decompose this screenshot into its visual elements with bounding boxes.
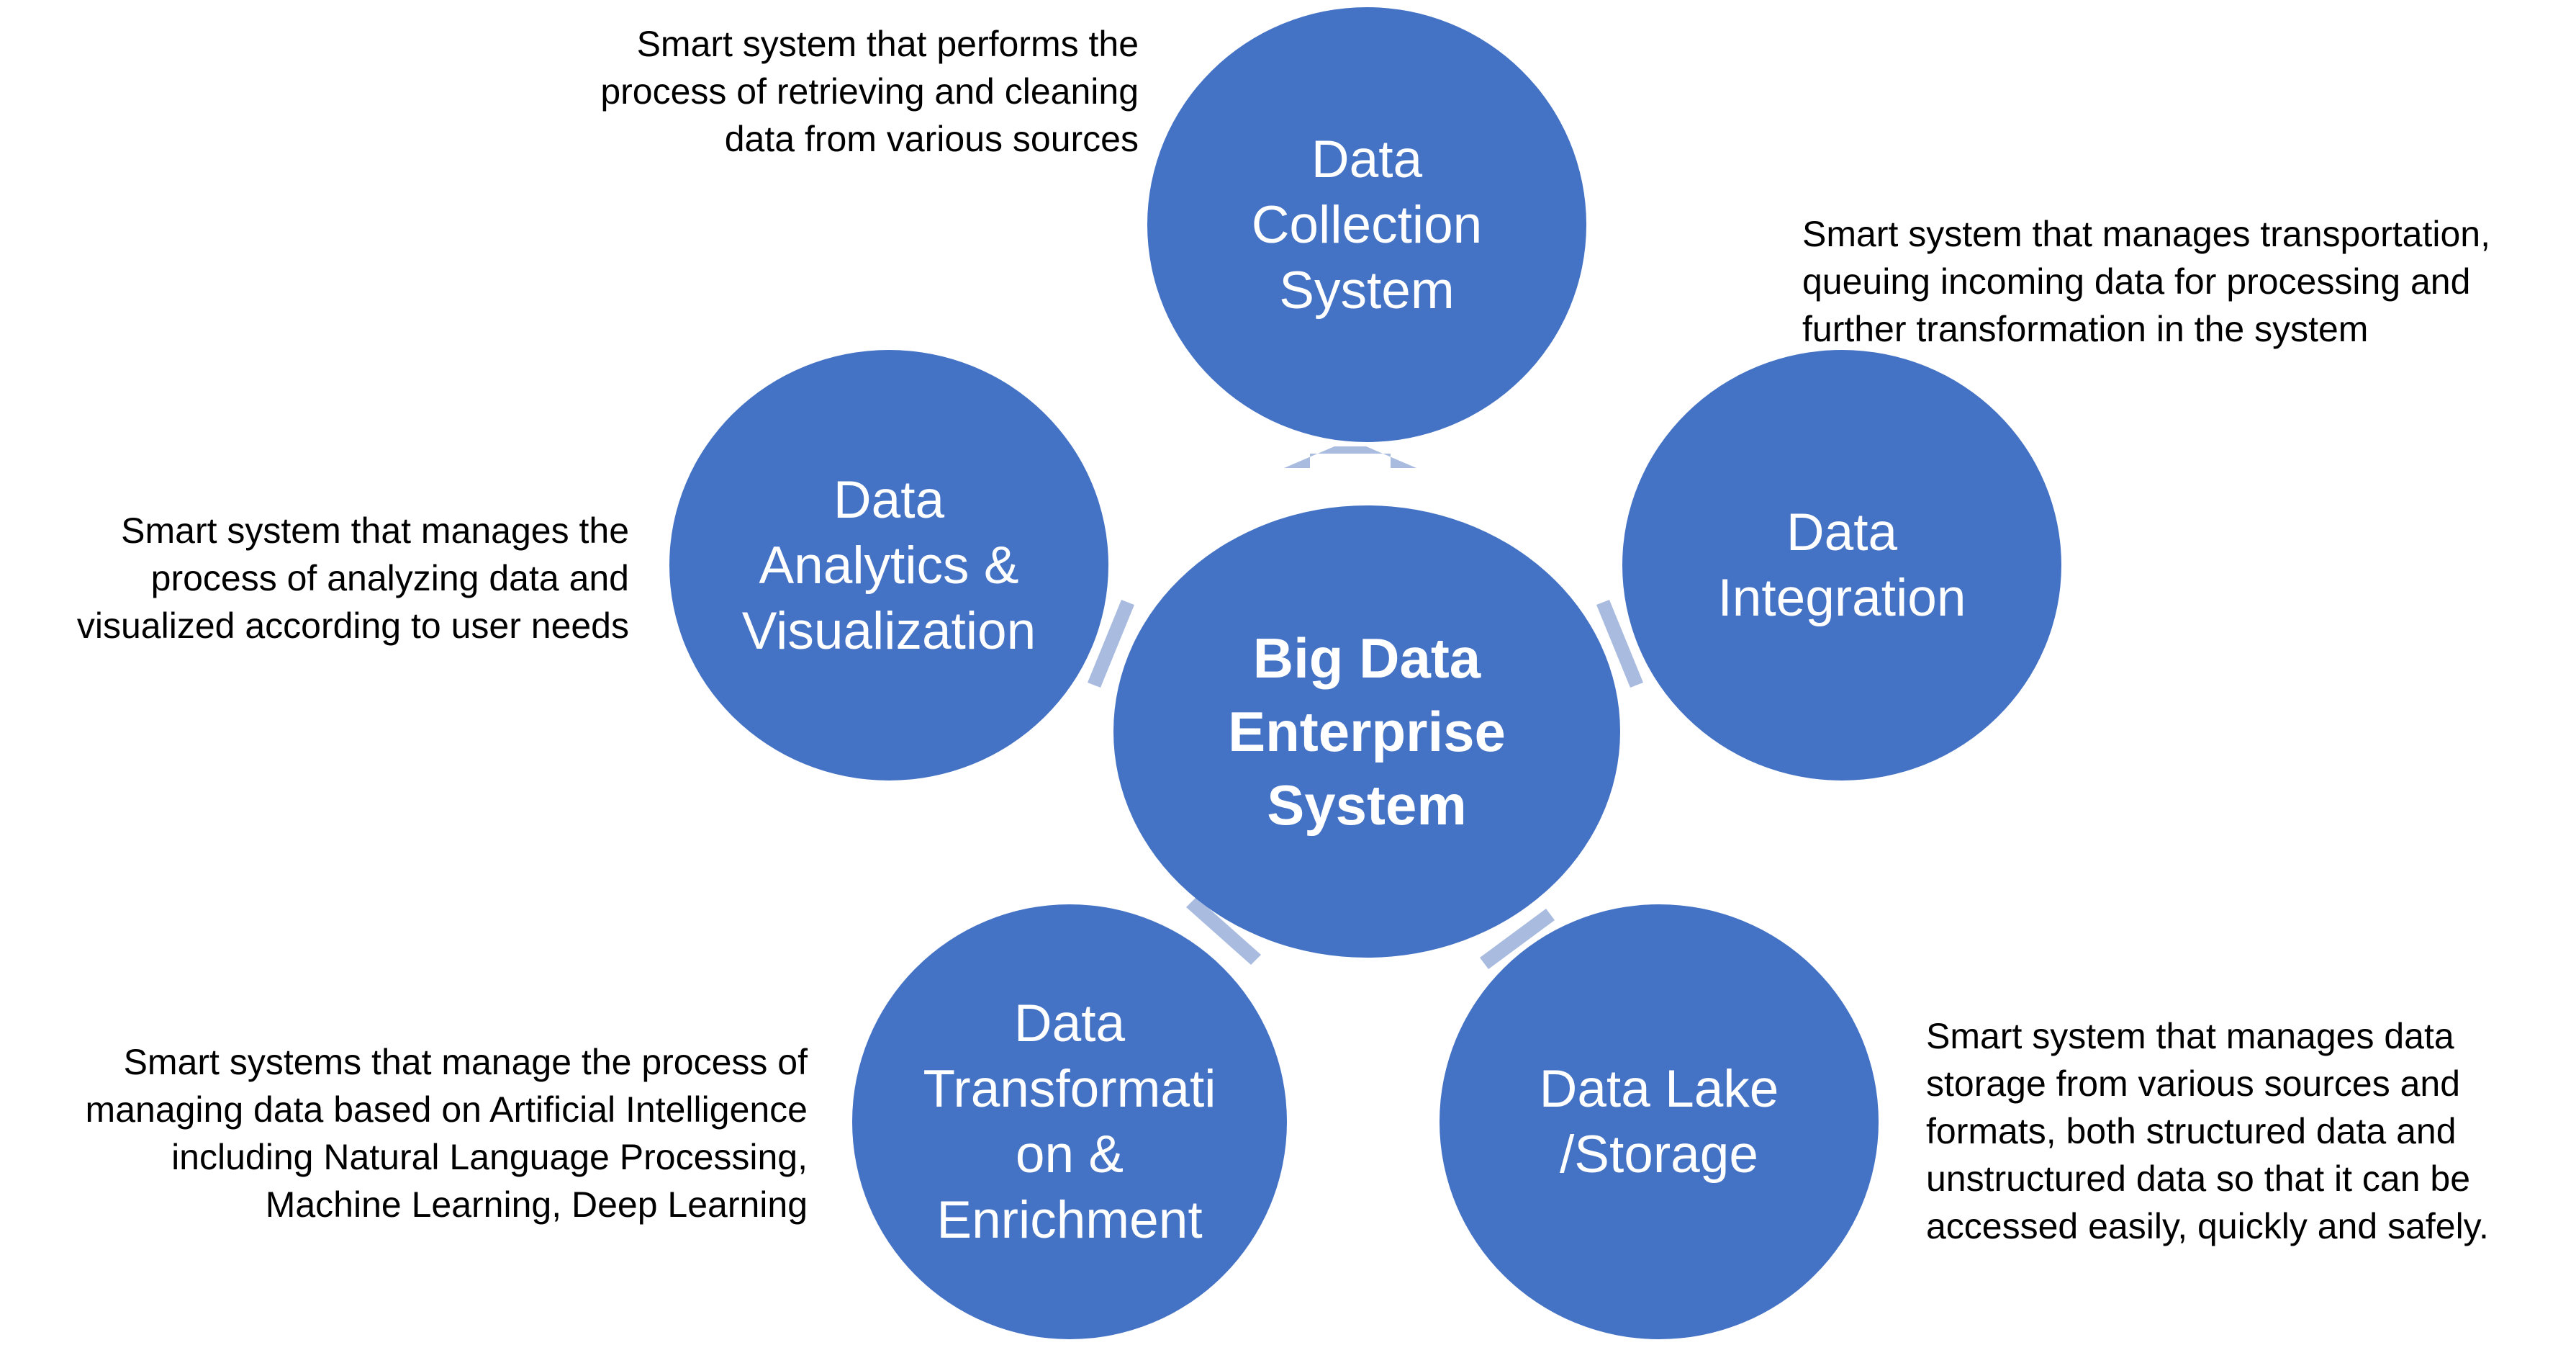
node-label-data-transformation: Data Transformati on & Enrichment	[923, 994, 1216, 1249]
connector-bar-analytics	[1088, 600, 1134, 688]
node-data-collection-system: Data Collection System	[1147, 7, 1586, 442]
node-label-data-integration: Data Integration	[1717, 503, 1966, 627]
center-node-big-data-enterprise-system: Big Data Enterprise System	[1113, 505, 1620, 958]
connector-arrow-collection	[1284, 446, 1416, 468]
node-label-data-lake-storage: Data Lake /Storage	[1539, 1060, 1779, 1184]
connector-bar-storage	[1480, 909, 1555, 969]
connector-bar-transformation	[1186, 897, 1261, 965]
connector-bar-integration	[1596, 600, 1643, 688]
node-data-integration: Data Integration	[1622, 350, 2061, 781]
node-label-data-collection: Data Collection System	[1251, 130, 1483, 320]
node-label-data-analytics: Data Analytics & Visualization	[741, 470, 1036, 660]
center-node-label: Big Data Enterprise System	[1228, 626, 1506, 837]
node-data-lake-storage: Data Lake /Storage	[1440, 904, 1879, 1339]
description-data-transformation: Smart systems that manage the process of…	[85, 1042, 808, 1225]
node-data-transformation-enrichment: Data Transformati on & Enrichment	[852, 904, 1287, 1339]
description-data-collection: Smart system that performs the process o…	[600, 24, 1139, 159]
description-data-integration: Smart system that manages transportation…	[1802, 214, 2490, 349]
description-data-lake-storage: Smart system that manages data storage f…	[1926, 1016, 2489, 1246]
description-data-analytics: Smart system that manages the process of…	[76, 510, 629, 646]
node-data-analytics-visualization: Data Analytics & Visualization	[669, 350, 1108, 781]
